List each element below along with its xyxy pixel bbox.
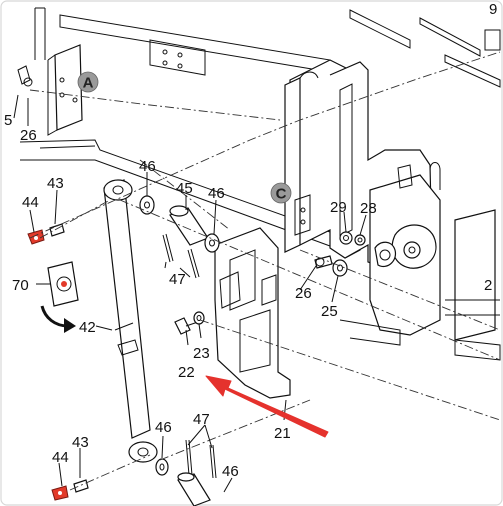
washer-28 — [354, 234, 366, 246]
leader-lines — [13, 94, 367, 493]
label-29: 29 — [330, 199, 347, 216]
washer-46-c — [155, 458, 169, 476]
cotter-pins-47-lower — [185, 439, 217, 479]
label-28: 28 — [360, 200, 377, 217]
label-46-c: 46 — [155, 419, 172, 436]
red-arrow-icon — [205, 375, 329, 438]
callout-c-label: C — [276, 186, 287, 203]
label-47-b: 47 — [193, 411, 210, 428]
label-23: 23 — [193, 345, 210, 362]
label-26-top: 26 — [20, 127, 37, 144]
rotation-arrow-icon — [40, 305, 76, 333]
cotter-pins-47 — [162, 233, 200, 279]
washer-23 — [193, 311, 205, 325]
label-70: 70 — [12, 277, 29, 294]
label-44-top: 44 — [22, 194, 39, 211]
label-2-right: 2 — [484, 277, 492, 294]
label-22: 22 — [178, 364, 195, 381]
assembly-centerlines — [29, 51, 501, 491]
callout-a-label: A — [83, 75, 94, 92]
label-47-a: 47 — [169, 271, 186, 288]
label-46-d: 46 — [222, 463, 239, 480]
fastener-44-top — [27, 229, 45, 245]
label-5: 5 — [4, 112, 12, 129]
pin-46-lower — [177, 472, 211, 506]
left-bracket — [17, 44, 83, 136]
fastener-44-bottom — [51, 485, 69, 501]
right-hinge-assembly — [339, 162, 501, 361]
detail-70 — [47, 261, 79, 307]
nut-29 — [339, 231, 353, 245]
main-side-plate — [284, 59, 433, 271]
label-45: 45 — [176, 180, 193, 197]
label-9-right: 9 — [489, 1, 497, 18]
callout-c: C — [270, 182, 292, 204]
label-21: 21 — [274, 425, 291, 442]
label-26-mid: 26 — [295, 285, 312, 302]
label-46-a: 46 — [139, 158, 156, 175]
washer-25 — [332, 259, 348, 277]
label-46-b: 46 — [208, 185, 225, 202]
washer-46-b — [204, 233, 220, 253]
callout-a: A — [77, 71, 99, 93]
label-43-bot: 43 — [72, 434, 89, 451]
label-44-bot: 44 — [52, 449, 69, 466]
label-25: 25 — [321, 303, 338, 320]
gas-cylinder-42 — [103, 179, 158, 463]
fastener-43-bottom — [73, 479, 89, 493]
label-43-top: 43 — [47, 175, 64, 192]
label-42: 42 — [79, 319, 96, 336]
part-number-labels: 5 26 44 43 46 45 46 70 47 42 23 22 21 29… — [4, 1, 497, 480]
